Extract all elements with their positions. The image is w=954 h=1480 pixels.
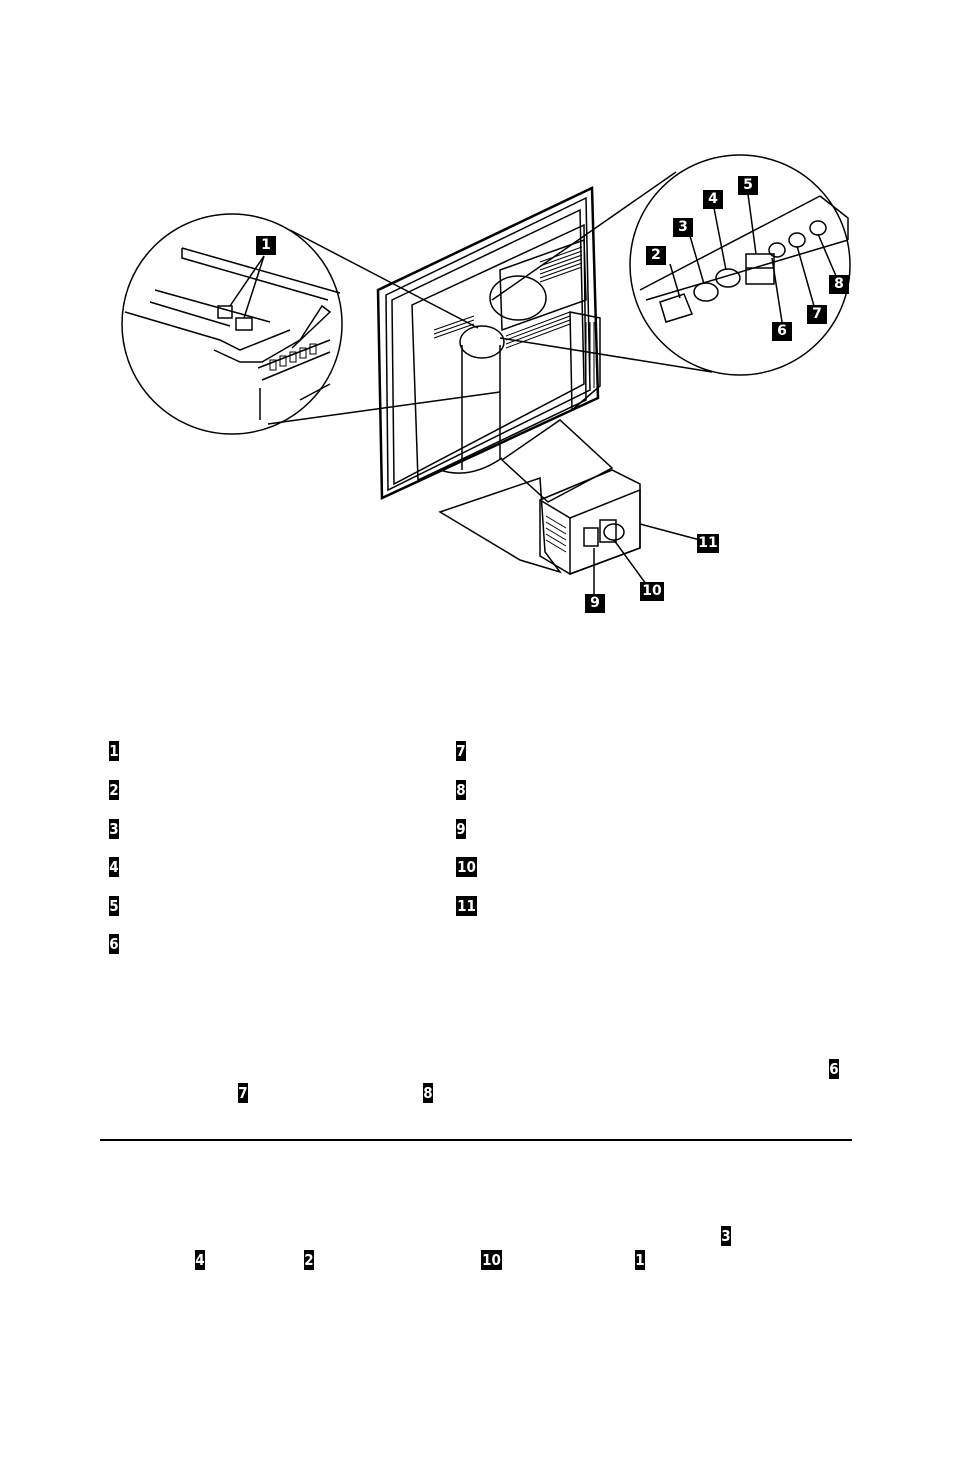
callout-6: 6: [772, 322, 792, 341]
legend-badge-10: 10: [456, 857, 477, 877]
legend-badge-7: 7: [456, 741, 466, 761]
legend-badge-11: 11: [456, 896, 477, 916]
callout-10: 10: [640, 582, 664, 601]
legend-badge-3: 3: [109, 819, 119, 839]
note-ref-6: 6: [829, 1059, 839, 1079]
note-ref-8: 8: [423, 1083, 433, 1103]
legend-badge-9: 9: [456, 819, 466, 839]
callout-2: 2: [646, 246, 666, 265]
computer-rear-diagram: [121, 154, 851, 594]
horizontal-rule: [100, 1139, 852, 1141]
legend-badge-8: 8: [456, 780, 466, 800]
callout-1: 1: [256, 236, 276, 255]
callout-5: 5: [738, 176, 758, 195]
note-ref-7: 7: [238, 1083, 248, 1103]
detail-circle-right: [629, 154, 851, 376]
para2-ref-2: 2: [304, 1250, 314, 1270]
legend-badge-4: 4: [109, 857, 119, 877]
callout-11: 11: [697, 534, 719, 553]
rear-view-illustration: 1 2 3 4 5 6 7 8 9 10 11: [0, 0, 954, 640]
callout-9: 9: [585, 594, 605, 613]
para2-ref-1: 1: [635, 1250, 645, 1270]
para2-ref-4: 4: [195, 1250, 205, 1270]
detail-circle-left: [121, 213, 343, 435]
legend-badge-1: 1: [109, 741, 119, 761]
legend-badge-5: 5: [109, 896, 119, 916]
para2-ref-3: 3: [721, 1226, 731, 1246]
legend-badge-2: 2: [109, 780, 119, 800]
para2-ref-10: 10: [481, 1250, 502, 1270]
callout-3: 3: [673, 218, 693, 237]
callout-8: 8: [829, 275, 849, 294]
callout-4: 4: [703, 190, 723, 209]
legend-badge-6: 6: [109, 934, 119, 954]
callout-7: 7: [807, 305, 827, 324]
